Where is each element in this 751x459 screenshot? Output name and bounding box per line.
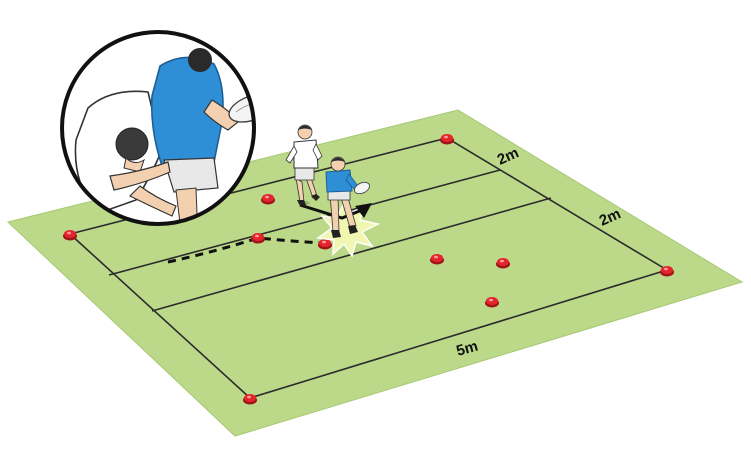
cone-marker-icon bbox=[660, 266, 674, 277]
cone-marker-icon bbox=[243, 394, 257, 405]
impact-burst bbox=[316, 198, 381, 258]
cone-marker-icon bbox=[496, 258, 510, 269]
rugby-ball-icon bbox=[353, 181, 371, 195]
dimension-label-width: 5m bbox=[454, 338, 480, 360]
attacker-player bbox=[325, 156, 371, 238]
tackle-close-up-inset bbox=[60, 30, 256, 226]
cones bbox=[63, 134, 674, 405]
inset-ring bbox=[60, 30, 256, 226]
cone-marker-icon bbox=[63, 230, 77, 241]
cone-marker-icon bbox=[430, 254, 444, 265]
run-direction-arrow-icon bbox=[299, 203, 372, 220]
cone-marker-icon bbox=[261, 194, 275, 205]
grid-line-1 bbox=[108, 169, 501, 276]
cone-marker-icon bbox=[251, 233, 265, 244]
defender-player bbox=[285, 124, 323, 206]
cone-marker-icon bbox=[440, 134, 454, 145]
cone-marker-icon bbox=[318, 239, 332, 250]
cone-marker-icon bbox=[485, 297, 499, 308]
